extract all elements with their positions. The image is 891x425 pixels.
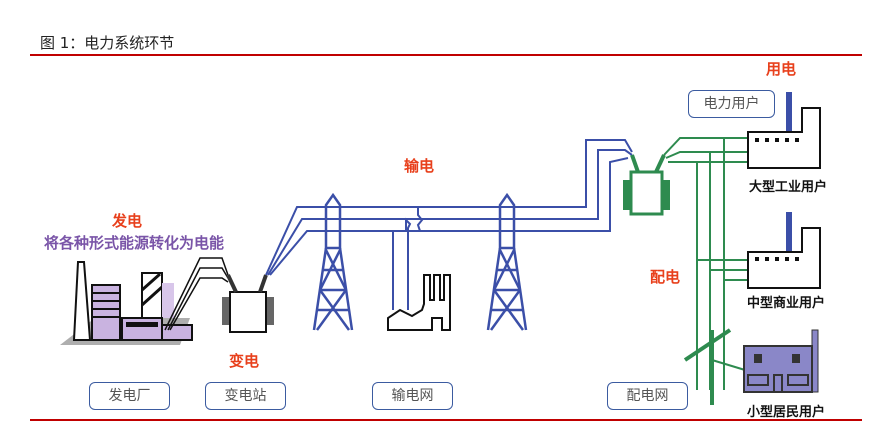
power-plant-icon: [91, 272, 193, 341]
medium-user-label: 中型商业用户: [747, 296, 826, 311]
plant-chimney-icon: [72, 261, 92, 341]
transmission-title: 输电: [404, 157, 435, 175]
small-residential-building-icon: [743, 329, 819, 393]
consumption-title: 用电: [766, 60, 797, 78]
distribution-lines: [663, 137, 748, 405]
transmission-tower-icon: [486, 192, 528, 331]
power-users-box: 电力用户: [688, 90, 775, 118]
figure-title: 图 1：电力系统环节: [40, 34, 175, 52]
generation-title: 发电: [112, 212, 143, 230]
transformation-title: 变电: [229, 352, 260, 370]
large-user-label: 大型工业用户: [749, 180, 828, 195]
distribution-title: 配电: [650, 268, 681, 286]
power-plant-box: 发电厂: [89, 382, 170, 410]
medium-commercial-building-icon: [747, 212, 821, 289]
generation-description: 将各种形式能源转化为电能: [44, 234, 225, 252]
transmission-tower-icon: [312, 192, 354, 331]
distribution-transformer-icon: [623, 154, 670, 216]
substation-transformer-icon: [222, 274, 274, 333]
substation-box: 变电站: [205, 382, 286, 410]
distribution-grid-box: 配电网: [607, 382, 688, 410]
bottom-rule: [30, 419, 862, 421]
small-user-label: 小型居民用户: [747, 405, 826, 420]
transmission-grid-box: 输电网: [372, 382, 453, 410]
factory-icon: [387, 274, 451, 331]
top-rule: [30, 54, 862, 56]
factory-feed-lines: [392, 207, 424, 310]
plant-wires: [164, 257, 229, 331]
transmission-lines: [265, 139, 633, 276]
large-industrial-building-icon: [747, 92, 821, 169]
